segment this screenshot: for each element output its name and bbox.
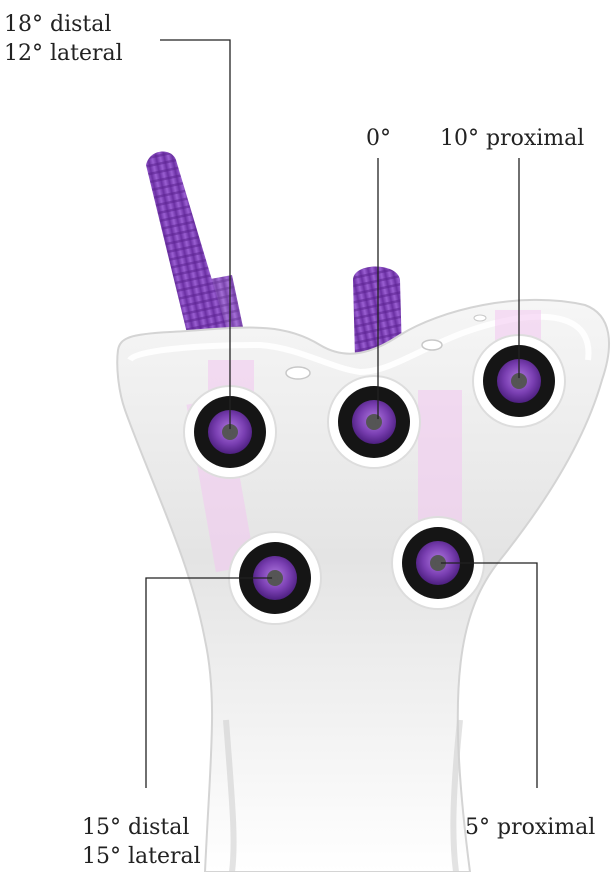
label-top-left: 18° distal 12° lateral bbox=[4, 10, 123, 68]
label-top-middle: 0° bbox=[366, 124, 391, 153]
label-top-left-line2: 12° lateral bbox=[4, 39, 123, 68]
screw-head-0 bbox=[328, 376, 420, 468]
label-bottom-left: 15° distal 15° lateral bbox=[82, 813, 201, 871]
label-top-right: 10° proximal bbox=[440, 124, 584, 153]
label-top-left-line1: 18° distal bbox=[4, 10, 123, 39]
label-top-right-line1: 10° proximal bbox=[440, 124, 584, 153]
label-bottom-left-line2: 15° lateral bbox=[82, 842, 201, 871]
label-top-middle-line1: 0° bbox=[366, 124, 391, 153]
label-bottom-left-line1: 15° distal bbox=[82, 813, 201, 842]
label-bottom-right-line1: 5° proximal bbox=[465, 813, 595, 842]
label-bottom-right: 5° proximal bbox=[465, 813, 595, 842]
